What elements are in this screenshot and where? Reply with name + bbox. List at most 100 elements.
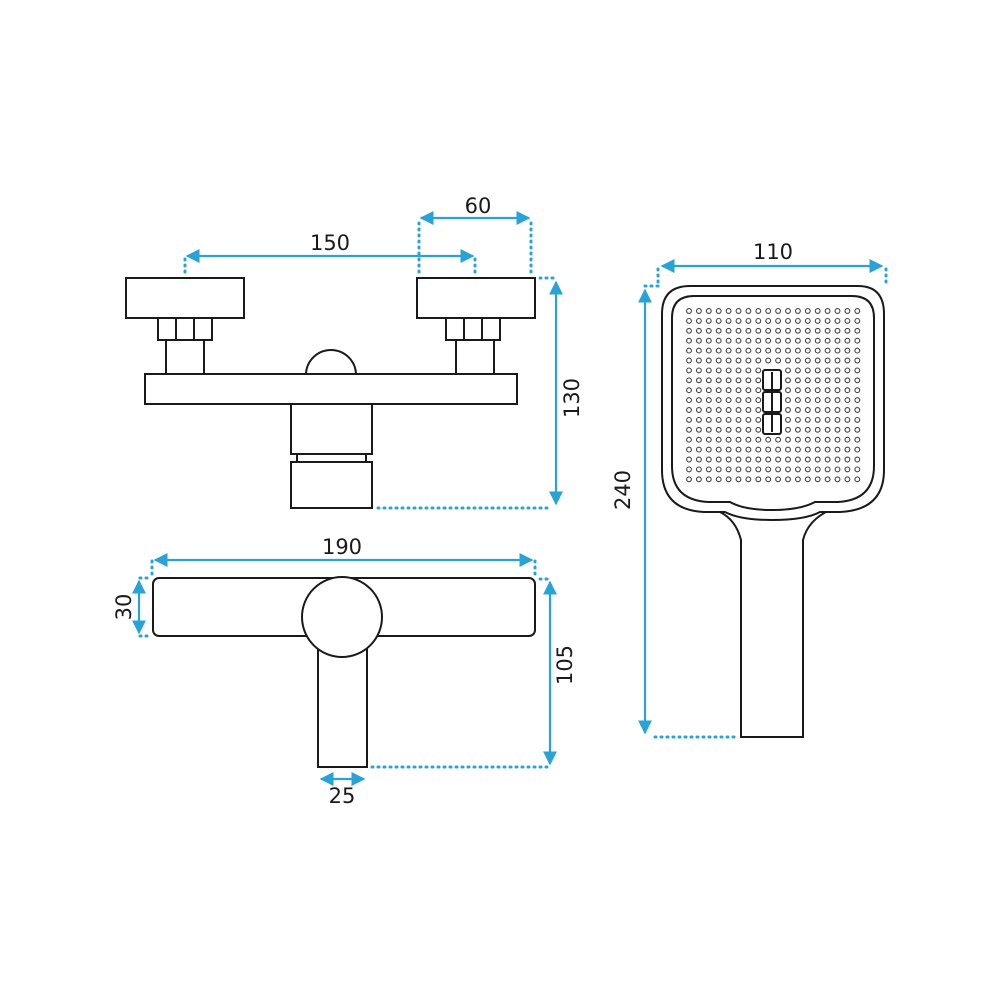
- spray-nozzle: [824, 308, 831, 314]
- dim-body-depth: 30: [112, 594, 136, 621]
- spray-nozzle: [715, 426, 722, 433]
- spray-nozzle: [705, 436, 712, 443]
- spray-nozzle: [804, 397, 811, 404]
- spray-nozzle: [695, 377, 702, 384]
- spray-nozzle: [785, 407, 791, 413]
- spray-nozzle: [814, 337, 821, 344]
- spray-nozzle: [765, 456, 772, 463]
- spray-nozzle: [735, 456, 742, 463]
- spray-nozzle: [705, 426, 712, 433]
- spray-nozzle: [824, 367, 831, 374]
- spray-nozzle: [854, 317, 861, 324]
- spray-nozzle: [725, 426, 732, 433]
- spray-nozzle: [705, 407, 712, 413]
- spray-nozzle: [705, 337, 712, 344]
- spray-nozzle: [844, 426, 851, 433]
- spray-nozzle: [794, 337, 801, 344]
- spray-nozzle: [794, 327, 801, 334]
- spray-nozzle: [834, 407, 841, 413]
- spray-nozzle: [785, 436, 791, 443]
- spray-nozzle: [844, 347, 851, 354]
- spray-nozzle: [715, 397, 722, 404]
- spray-nozzle: [765, 337, 772, 344]
- spray-nozzle: [804, 337, 811, 344]
- spray-nozzle: [715, 436, 722, 443]
- spray-nozzle: [755, 357, 762, 364]
- hand-shower-view: 110 240: [611, 240, 888, 739]
- spray-nozzle: [735, 426, 742, 433]
- spray-nozzle: [844, 327, 851, 334]
- spray-nozzle: [844, 476, 851, 483]
- spray-nozzle: [695, 308, 702, 314]
- spray-nozzle: [686, 416, 692, 423]
- center-dome: [304, 349, 358, 376]
- spray-nozzle: [765, 308, 772, 314]
- spray-nozzle: [745, 327, 752, 334]
- spray-nozzle: [686, 367, 692, 374]
- spray-nozzle: [804, 387, 811, 394]
- spray-nozzle: [824, 377, 831, 384]
- spray-nozzle: [715, 407, 722, 413]
- spray-nozzle: [755, 308, 762, 314]
- spray-nozzle: [725, 387, 732, 394]
- spray-nozzle: [715, 377, 722, 384]
- spray-nozzle: [854, 456, 861, 463]
- spray-nozzle: [725, 347, 732, 354]
- spray-nozzle: [854, 337, 861, 344]
- spray-nozzle: [844, 367, 851, 374]
- spray-nozzle: [715, 387, 722, 394]
- spray-nozzle: [705, 317, 712, 324]
- spray-nozzle: [804, 407, 811, 413]
- spray-nozzle: [705, 466, 712, 473]
- spray-nozzle: [765, 347, 772, 354]
- spray-nozzle: [755, 367, 762, 374]
- spray-nozzle: [824, 436, 831, 443]
- spray-nozzle: [834, 426, 841, 433]
- spray-nozzle: [854, 367, 861, 374]
- spray-nozzle: [725, 436, 732, 443]
- spray-nozzle: [695, 407, 702, 413]
- spray-nozzle: [755, 476, 762, 483]
- spray-nozzle: [785, 377, 791, 384]
- spray-nozzle: [844, 446, 851, 453]
- spray-nozzle: [686, 436, 692, 443]
- mixer-front-view: 190 30 105 25: [112, 535, 577, 808]
- spray-nozzle: [695, 337, 702, 344]
- spray-nozzle: [814, 466, 821, 473]
- spray-nozzle: [725, 416, 732, 423]
- spray-nozzle: [854, 327, 861, 334]
- spray-nozzle: [695, 347, 702, 354]
- spray-nozzle: [824, 416, 831, 423]
- spray-nozzle: [844, 436, 851, 443]
- spray-nozzle: [755, 456, 762, 463]
- spray-nozzle: [804, 446, 811, 453]
- spray-nozzle: [755, 436, 762, 443]
- spray-nozzle: [715, 327, 722, 334]
- spray-nozzle: [844, 357, 851, 364]
- spray-nozzle: [834, 337, 841, 344]
- spray-nozzle: [804, 426, 811, 433]
- spray-nozzle: [814, 476, 821, 483]
- spray-nozzle: [755, 347, 762, 354]
- spray-nozzle: [686, 327, 692, 334]
- spray-nozzle: [735, 357, 742, 364]
- spray-nozzle: [715, 476, 722, 483]
- spray-nozzle: [785, 426, 791, 433]
- spray-nozzle: [854, 308, 861, 314]
- dim-head-width: 110: [753, 240, 793, 264]
- spray-nozzle: [814, 327, 821, 334]
- spray-nozzle: [735, 327, 742, 334]
- spray-nozzle: [735, 436, 742, 443]
- spray-nozzle: [794, 357, 801, 364]
- cartridge-circle: [301, 576, 383, 658]
- spray-nozzle: [814, 426, 821, 433]
- spray-nozzle: [765, 357, 772, 364]
- spray-nozzle: [745, 407, 752, 413]
- spray-nozzle: [745, 308, 752, 314]
- spray-nozzle: [804, 456, 811, 463]
- dim-spout-width: 25: [329, 784, 356, 808]
- spray-nozzle: [775, 337, 782, 344]
- spray-nozzle: [705, 416, 712, 423]
- spray-nozzle: [695, 446, 702, 453]
- spray-nozzle: [695, 476, 702, 483]
